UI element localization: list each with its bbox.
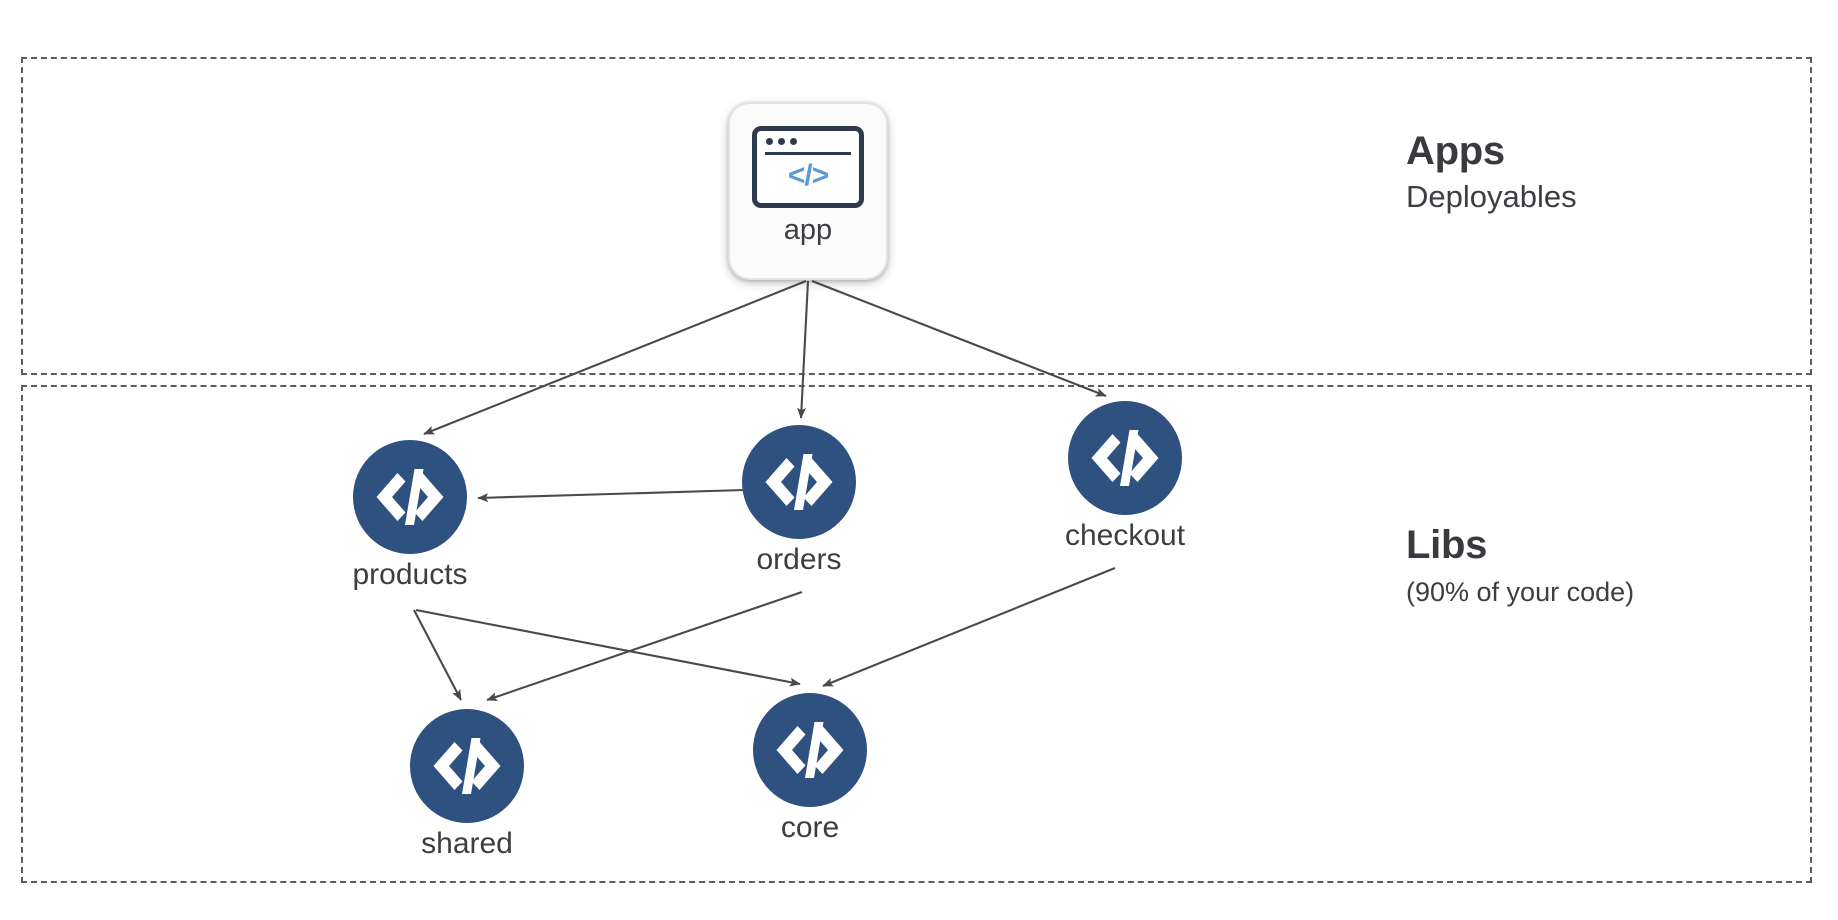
node-shared[interactable]: shared: [410, 709, 524, 860]
code-brackets-icon: [1068, 401, 1182, 515]
node-products[interactable]: products: [352, 440, 468, 591]
code-brackets-icon: [410, 709, 524, 823]
zone-apps-caption: Apps Deployables: [1406, 128, 1577, 216]
node-checkout-label: checkout: [1064, 519, 1186, 552]
browser-rule: [765, 152, 851, 155]
node-products-label: products: [352, 558, 468, 591]
zone-apps: [21, 57, 1812, 375]
code-brackets-glyph: </>: [787, 158, 829, 192]
node-checkout[interactable]: checkout: [1065, 401, 1185, 552]
node-orders[interactable]: orders: [742, 425, 856, 576]
zone-apps-title: Apps: [1406, 129, 1505, 173]
node-shared-label: shared: [421, 827, 513, 860]
node-core-label: core: [780, 811, 840, 844]
zone-libs: [21, 385, 1812, 883]
zone-libs-caption: Libs (90% of your code): [1406, 522, 1634, 609]
node-core[interactable]: core: [753, 693, 867, 844]
zone-apps-subtitle: Deployables: [1406, 179, 1577, 215]
browser-code-icon: </>: [752, 126, 864, 208]
browser-dots-icon: [766, 138, 797, 145]
node-app[interactable]: </> app: [728, 102, 888, 280]
code-brackets-icon: [753, 693, 867, 807]
node-app-label: app: [783, 214, 833, 246]
zone-libs-subtitle: (90% of your code): [1406, 577, 1635, 608]
node-orders-label: orders: [756, 543, 842, 576]
code-brackets-icon: [353, 440, 467, 554]
code-brackets-icon: [742, 425, 856, 539]
zone-libs-title: Libs: [1406, 523, 1488, 567]
